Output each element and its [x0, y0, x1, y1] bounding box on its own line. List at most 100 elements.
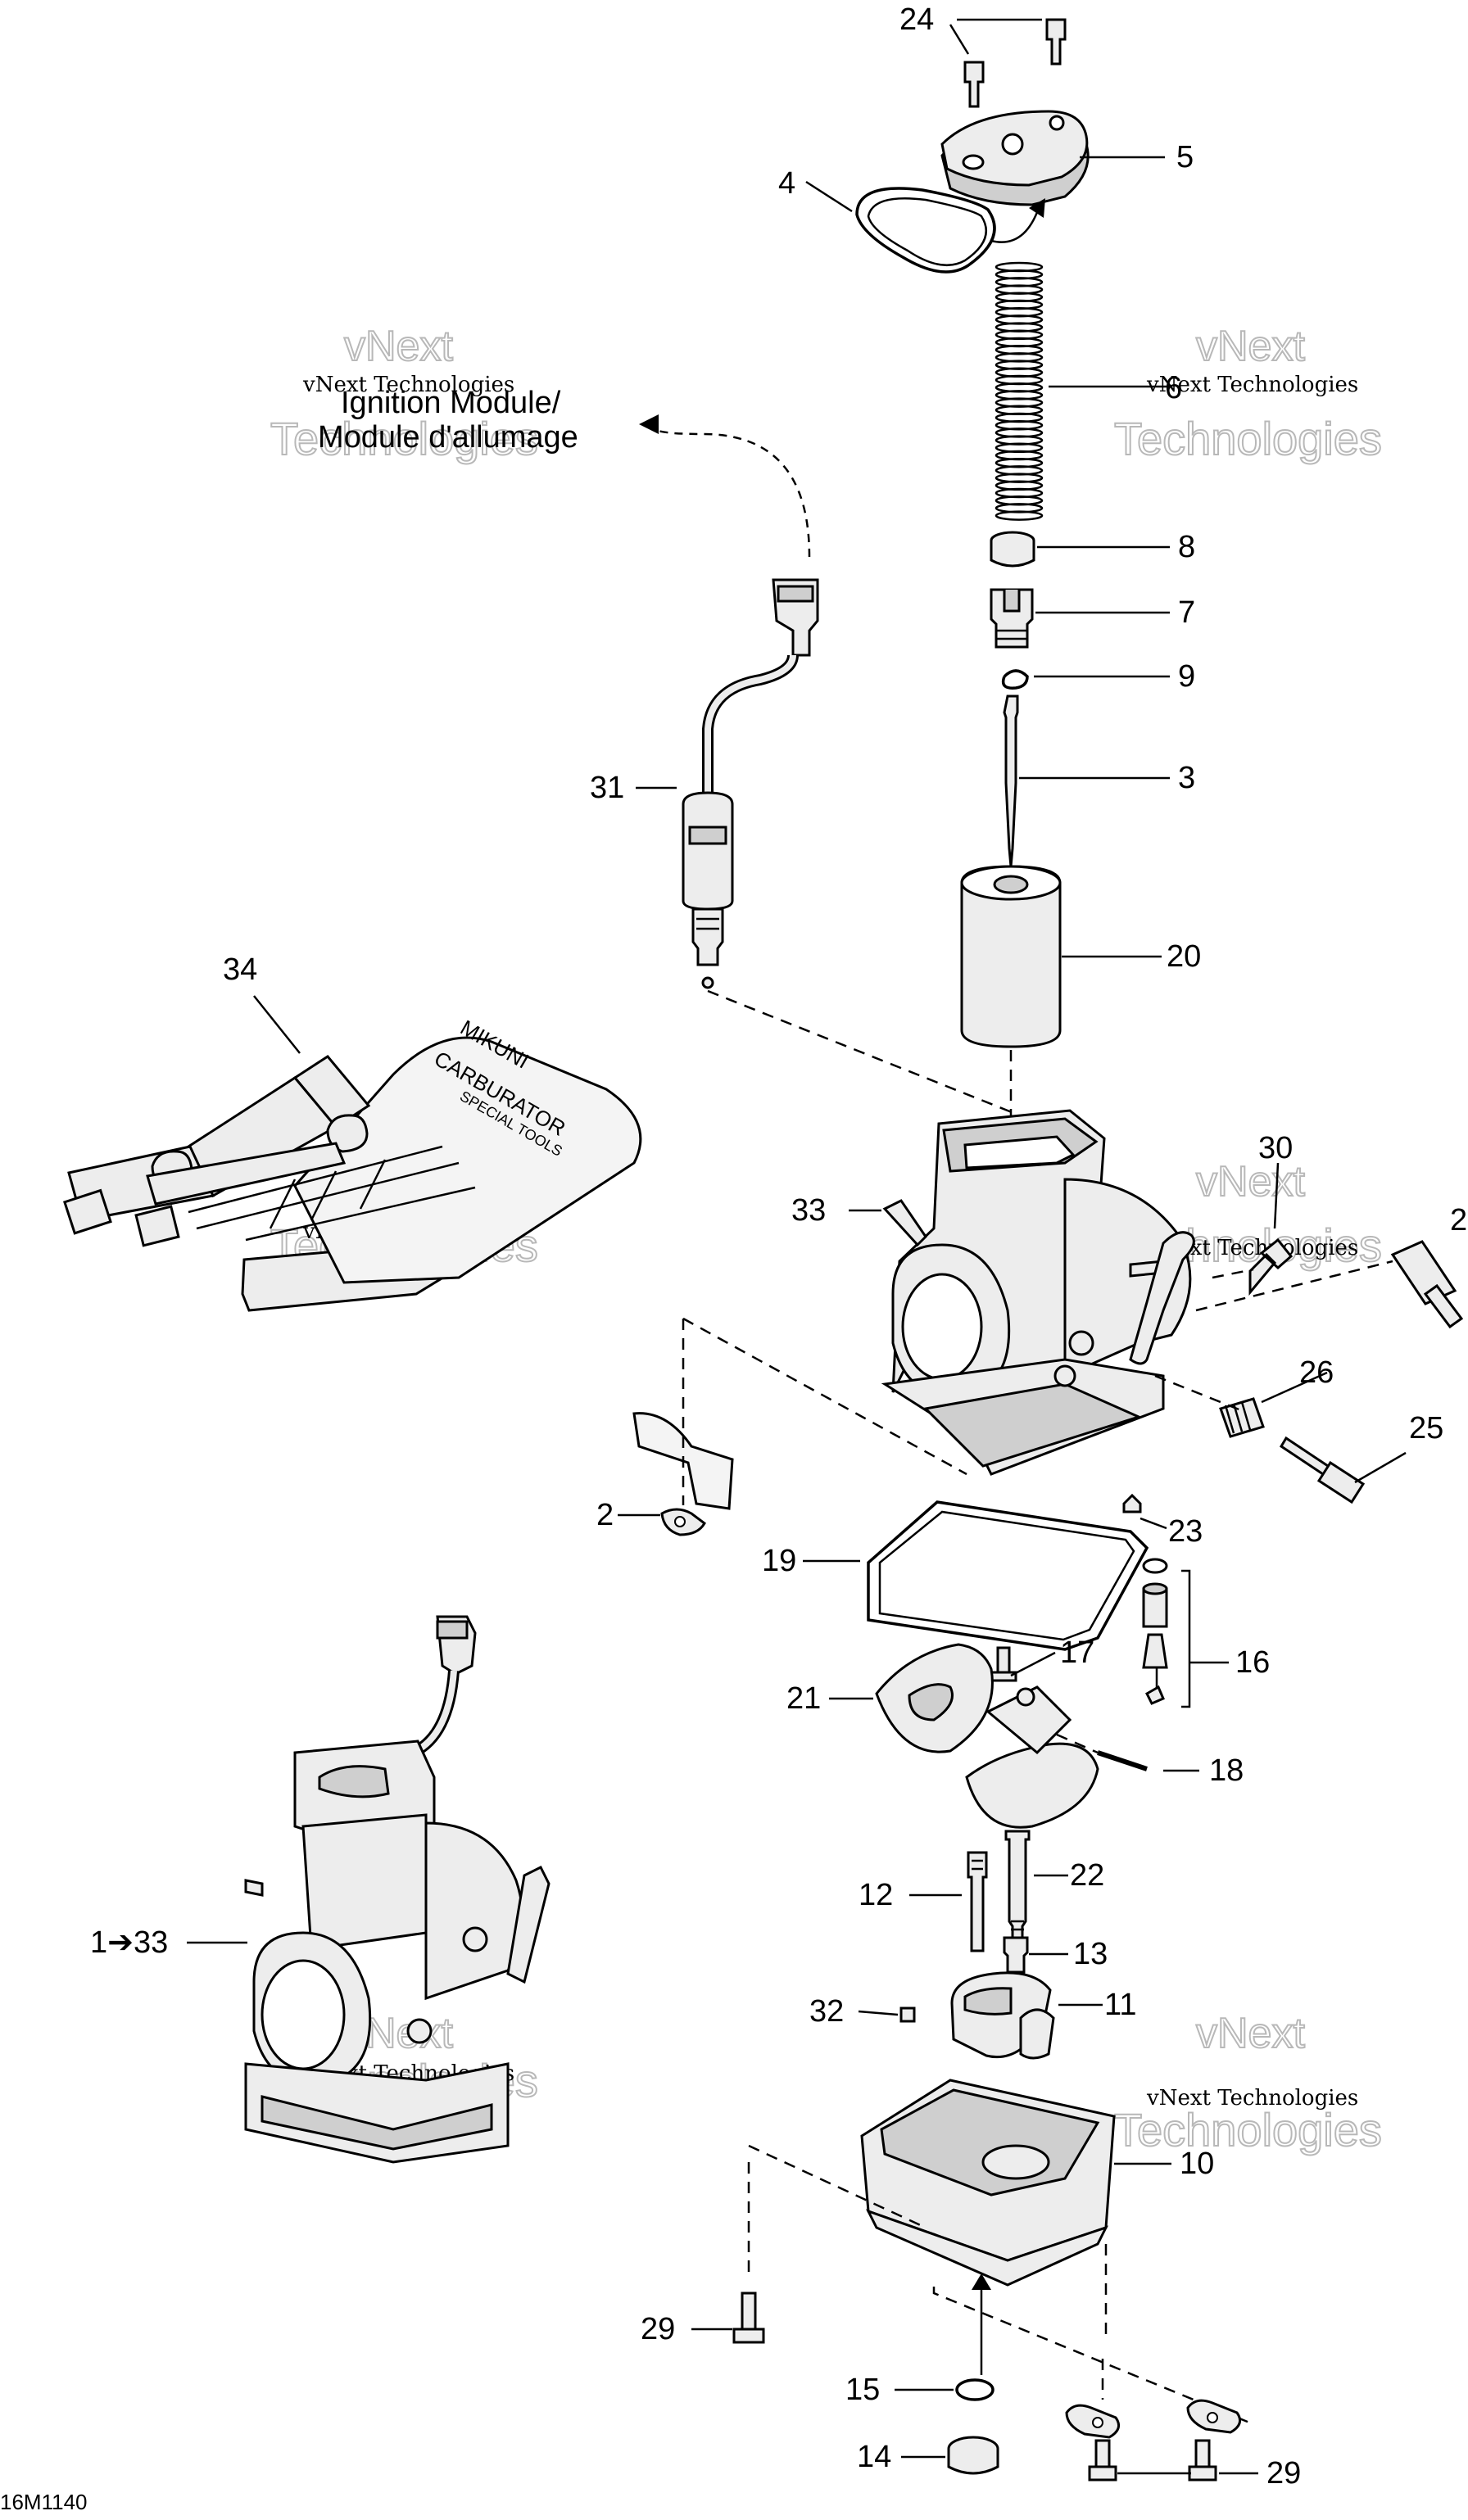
svg-text:vNext: vNext	[1196, 323, 1305, 370]
callout-11: 11	[1104, 1988, 1136, 2022]
note-ignition-module: Ignition Module/	[341, 386, 561, 420]
part-23	[1122, 1493, 1142, 1513]
callout-26: 26	[1299, 1355, 1334, 1390]
part-12-pilot-jet	[967, 1851, 988, 1952]
leader-26	[1261, 1371, 1328, 1404]
leader-4	[805, 180, 853, 213]
svg-text:Technologies: Technologies	[1114, 413, 1382, 464]
callout-29b: 29	[1266, 2456, 1301, 2491]
part-29-bolts-right	[1088, 2359, 1217, 2482]
callout-8: 8	[1178, 530, 1195, 564]
part-9-clip	[1001, 669, 1029, 690]
part-21-float	[875, 1643, 1099, 1829]
callout-24: 24	[899, 2, 934, 37]
leader-30	[1273, 1162, 1280, 1229]
arrow-4-to-5	[990, 207, 1040, 243]
callout-16: 16	[1235, 1645, 1270, 1680]
callout-30: 30	[1258, 1131, 1293, 1165]
leader-25	[1354, 1451, 1407, 1484]
leader-17	[1010, 1651, 1056, 1677]
callout-1-33: 1➔33	[90, 1925, 168, 1960]
svg-text:Technologies: Technologies	[270, 413, 538, 464]
arrow-head-ignition	[639, 414, 659, 434]
part-13-main-jet	[1003, 1936, 1029, 1974]
callout-13: 13	[1073, 1937, 1108, 1971]
part-18-float-pin	[1097, 1750, 1148, 1771]
part-7-needle-holder	[990, 588, 1034, 649]
callout-10: 10	[1180, 2147, 1214, 2181]
callout-15: 15	[845, 2373, 880, 2407]
svg-text:Technologies: Technologies	[1114, 2104, 1382, 2156]
part-edge-adjuster-tip	[1423, 1283, 1464, 1329]
part-34-tool-kit: MIKUNI CARBURATOR SPECIAL TOOLS	[63, 1015, 642, 1312]
watermark-lower-right: vNext Technologies vNext Technologies	[1113, 2009, 1383, 2156]
leader-23	[1140, 1517, 1167, 1530]
svg-text:vNext: vNext	[1196, 1158, 1305, 1206]
arrow-head	[1029, 198, 1045, 218]
svg-text:vNext: vNext	[344, 323, 453, 370]
dash-10-right	[932, 2287, 1254, 2426]
leader-34	[253, 995, 301, 1054]
leader-32	[858, 2010, 899, 2016]
part-14-drain-plug	[947, 2436, 999, 2475]
watermark-upper-right: vNext Technologies vNext Technologies	[1113, 322, 1383, 465]
part-31-throttle-position-sensor	[682, 578, 819, 989]
callout-21: 21	[786, 1681, 821, 1716]
dash-18	[1056, 1733, 1099, 1754]
carburetor-body	[881, 1109, 1195, 1476]
part-cable-clamps	[1065, 2399, 1242, 2439]
dash-10-left	[748, 2144, 927, 2229]
part-1-33-complete-carburetor	[244, 1615, 550, 2164]
svg-text:vNext Technologies: vNext Technologies	[1146, 373, 1358, 397]
part-15-o-ring	[955, 2378, 995, 2401]
part-6-spring	[995, 261, 1044, 521]
callout-18: 18	[1209, 1753, 1244, 1788]
callout-25: 25	[1409, 1411, 1443, 1445]
part-24-screws	[949, 18, 1067, 108]
part-16-needle-valve-set	[1142, 1558, 1191, 1708]
callout-14: 14	[857, 2440, 891, 2474]
part-4-o-ring	[855, 187, 996, 274]
callout-5: 5	[1176, 140, 1194, 174]
callout-34: 34	[223, 952, 257, 987]
callout-20: 20	[1167, 939, 1201, 974]
callout-23: 23	[1168, 1514, 1203, 1549]
part-5-top-cap	[940, 110, 1090, 206]
part-edge-adjuster	[1390, 1240, 1457, 1305]
callout-29a: 29	[641, 2312, 675, 2346]
diagram-code: 16M1140	[0, 2490, 88, 2514]
part-25-pilot-screw	[1279, 1436, 1366, 1504]
part-29-bolt-left	[732, 2162, 765, 2344]
callout-6: 6	[1165, 371, 1182, 405]
svg-text:vNext Technologies: vNext Technologies	[1146, 2086, 1358, 2111]
callout-2b: 2	[1450, 1203, 1467, 1237]
part-20-throttle-slide	[960, 865, 1062, 1048]
part-2-bracket	[632, 1412, 734, 1536]
svg-text:vNext Technologies: vNext Technologies	[302, 373, 514, 397]
callout-2a: 2	[596, 1498, 614, 1532]
watermark-upper-left: vNext Technologies vNext Technologies	[270, 322, 539, 465]
dash-2-box	[682, 1317, 967, 1505]
callout-32: 32	[809, 1994, 844, 2029]
callout-7: 7	[1178, 595, 1195, 630]
dash-26	[1154, 1374, 1246, 1414]
part-26-spring	[1219, 1397, 1265, 1438]
part-8-spring-seat	[990, 531, 1035, 568]
callout-9: 9	[1178, 659, 1195, 694]
part-19-gasket	[867, 1500, 1149, 1651]
part-3-jet-needle	[1003, 694, 1019, 867]
arrow-head-15	[972, 2273, 991, 2290]
callout-4: 4	[778, 166, 795, 201]
part-32-plug	[899, 2006, 916, 2023]
arrow-to-ignition-module	[650, 423, 811, 558]
dash-30	[1212, 1268, 1254, 1279]
callout-31: 31	[590, 771, 624, 805]
note-module-allumage: Module d'allumage	[318, 420, 578, 455]
callout-12: 12	[859, 1878, 893, 1912]
dash-edge	[1195, 1260, 1393, 1312]
svg-text:vNext: vNext	[1196, 2010, 1305, 2057]
callout-3: 3	[1178, 761, 1195, 795]
part-4-o-ring-inner	[867, 197, 988, 267]
